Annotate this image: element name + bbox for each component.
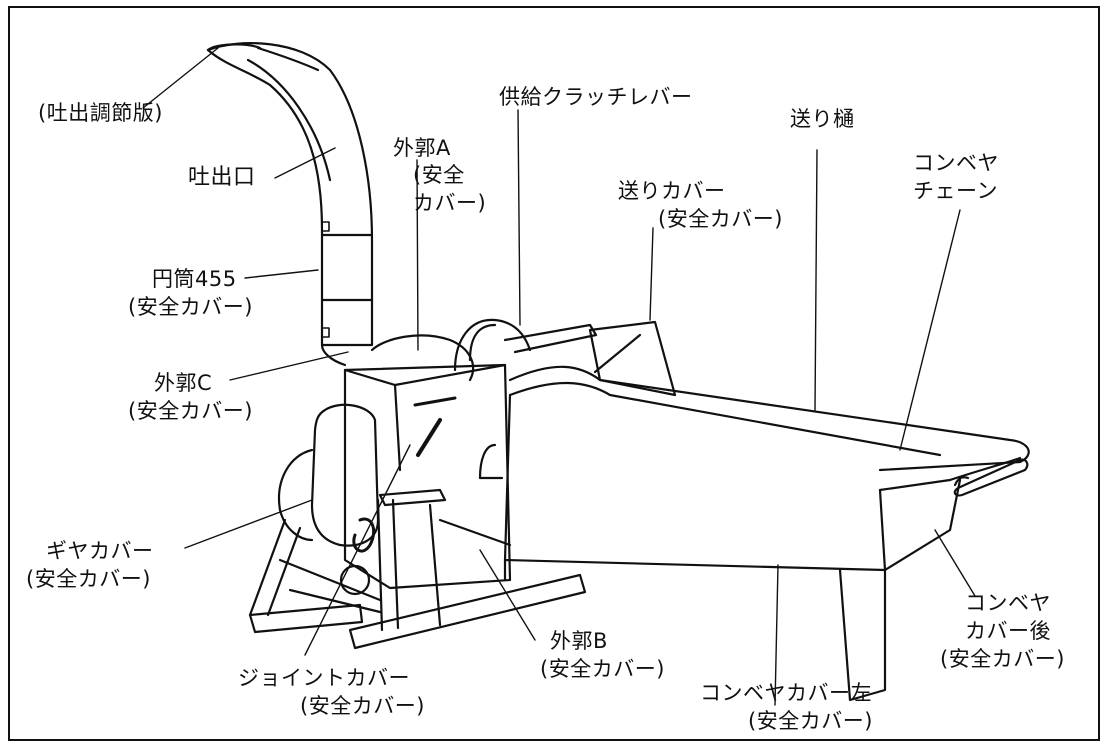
label-cylinder-455-1: 円筒455 (152, 267, 237, 291)
label-joint-cover-2: (安全カバー) (300, 694, 425, 718)
label-outer-shell-c-1: 外郭C (154, 371, 213, 395)
gear-cover (277, 403, 380, 547)
label-outer-shell-a-2: (安全 (413, 163, 465, 187)
label-conveyor-cover-rear-1: コンベヤ (965, 591, 1051, 615)
label-outer-shell-b-1: 外郭B (550, 629, 608, 653)
label-cylinder-455-2: (安全カバー) (128, 295, 253, 319)
label-gear-cover-1: ギヤカバー (46, 539, 154, 563)
label-conveyor-cover-rear-3: (安全カバー) (940, 647, 1065, 671)
leader-lines (142, 47, 976, 706)
stand-frame (248, 488, 587, 650)
label-feed-clutch-lever: 供給クラッチレバー (499, 85, 693, 109)
conveyor-trough (503, 320, 1030, 702)
discharge-chute (206, 42, 374, 347)
cutter-housing (320, 334, 475, 382)
feed-clutch-lever-handle (453, 318, 598, 372)
outer-shell-box (343, 363, 512, 590)
label-outer-shell-b-2: (安全カバー) (540, 657, 665, 681)
label-outer-shell-a-1: 外郭A (393, 136, 451, 160)
label-conveyor-cover-left-2: (安全カバー) (748, 709, 873, 733)
label-outer-shell-c-2: (安全カバー) (128, 399, 253, 423)
label-conveyor-chain-1: コンベヤ (913, 151, 999, 175)
label-gear-cover-2: (安全カバー) (26, 567, 151, 591)
label-joint-cover-1: ジョイントカバー (238, 666, 410, 690)
label-feed-trough: 送り樋 (790, 107, 855, 131)
label-conveyor-cover-left-1: コンベヤカバー左 (700, 681, 872, 705)
label-outer-shell-a-3: カバー) (413, 191, 487, 215)
label-feed-cover-2: (安全カバー) (658, 207, 783, 231)
diagram-frame (8, 6, 1100, 741)
label-conveyor-cover-rear-2: カバー後 (965, 619, 1051, 643)
label-discharge-adjust-plate: (吐出調節版) (38, 101, 163, 125)
label-conveyor-chain-2: チェーン (913, 179, 998, 203)
label-feed-cover-1: 送りカバー (618, 179, 726, 203)
label-discharge-port: 吐出口 (188, 165, 256, 190)
